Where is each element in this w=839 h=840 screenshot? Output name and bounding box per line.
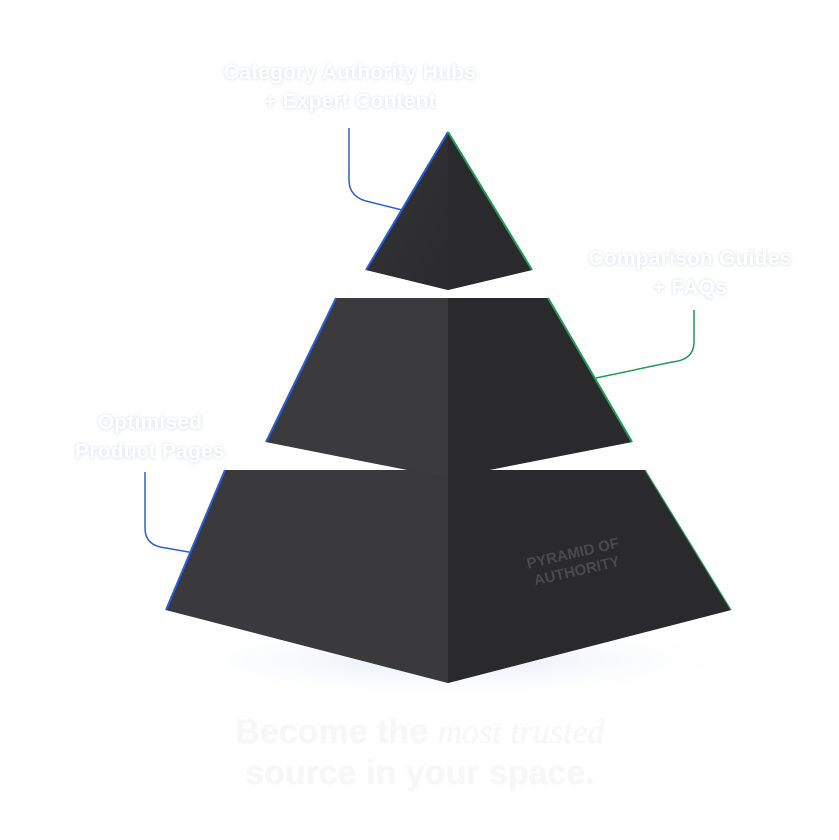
label-top-line1: Category Authority Hubs bbox=[223, 61, 477, 84]
label-left-line2: Product Pages bbox=[75, 440, 225, 463]
tagline-emphasis: most trusted bbox=[437, 714, 605, 751]
label-right-line2: + FAQs bbox=[652, 276, 728, 299]
tier-middle bbox=[265, 297, 633, 478]
label-comparison-guides: Comparison Guides + FAQs bbox=[560, 244, 820, 302]
tagline-line2: source in your space. bbox=[245, 754, 595, 792]
label-optimised-product-pages: Optimised Product Pages bbox=[40, 408, 260, 466]
tier-top bbox=[365, 131, 533, 290]
tier-bottom bbox=[165, 469, 732, 683]
label-top-line2: + Expert Content bbox=[264, 90, 436, 113]
tagline: Become the most trusted source in your s… bbox=[180, 712, 660, 793]
tagline-part1: Become the bbox=[235, 713, 438, 751]
tagline-line1: Become the most trusted bbox=[180, 712, 660, 753]
label-right-line1: Comparison Guides bbox=[588, 247, 792, 270]
label-left-line1: Optimised bbox=[97, 411, 203, 434]
connector-right bbox=[595, 310, 695, 379]
label-category-authority-hubs: Category Authority Hubs + Expert Content bbox=[190, 58, 510, 116]
connector-top bbox=[348, 128, 403, 211]
connector-left bbox=[144, 472, 201, 555]
